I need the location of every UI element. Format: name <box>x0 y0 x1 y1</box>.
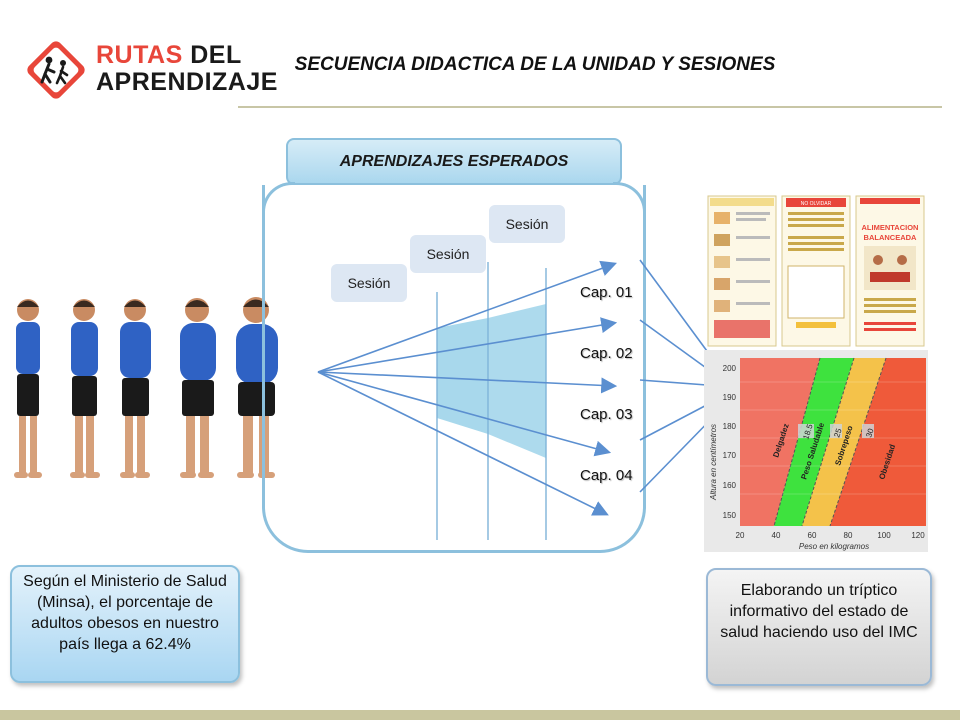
title-divider <box>238 106 942 108</box>
logo-word-del: DEL <box>190 41 242 69</box>
person-4 <box>180 298 216 478</box>
y-tick-160: 160 <box>723 481 737 490</box>
logo-word-rutas: RUTAS <box>96 41 183 69</box>
threshold-line-1 <box>773 357 821 527</box>
triptico-note: Elaborando un tríptico informativo del e… <box>706 568 932 686</box>
logo-text: RUTAS DEL APRENDIZAJE <box>96 42 278 96</box>
x-tick-100: 100 <box>877 531 891 540</box>
triptico-image: NO OLVIDAR ALIMENTACION BALANCEADA <box>706 194 926 348</box>
zone-obesidad <box>830 358 926 526</box>
triptico-panel-2: NO OLVIDAR <box>781 195 851 347</box>
people-illustration <box>14 297 278 478</box>
triptico-panel-3-title-2: BALANCEADA <box>864 233 917 242</box>
zone-peso-saludable <box>774 358 854 526</box>
y-tick-180: 180 <box>723 422 737 431</box>
aprendizajes-header: APRENDIZAJES ESPERADOS <box>286 138 622 185</box>
person-5 <box>236 297 278 478</box>
zone-delgadez <box>740 358 820 526</box>
fan-arrow-5 <box>317 371 609 516</box>
y-tick-200: 200 <box>723 364 737 373</box>
triptico-panel-1 <box>707 195 777 347</box>
threshold-label-30: 30 <box>864 427 875 439</box>
footer-bar <box>0 710 960 720</box>
fan-arrow-1 <box>317 260 618 373</box>
person-1 <box>14 299 42 478</box>
threshold-label-25: 25 <box>832 427 843 439</box>
imc-plot-area <box>740 357 926 527</box>
y-axis-label: Altura en centímetros <box>709 424 718 501</box>
cap-label-04: Cap. 04 <box>580 467 633 484</box>
fan-arrow-4 <box>317 371 612 457</box>
x-tick-20: 20 <box>736 531 745 540</box>
fan-arrow-3 <box>317 371 618 394</box>
triptico-panel-3: ALIMENTACION BALANCEADA <box>855 195 925 347</box>
x-tick-60: 60 <box>808 531 817 540</box>
y-tick-190: 190 <box>723 393 737 402</box>
person-3 <box>120 299 151 478</box>
sesion-box-2: Sesión <box>410 235 486 273</box>
sesion-box-1: Sesión <box>331 264 407 302</box>
x-tick-40: 40 <box>772 531 781 540</box>
shade-band-1 <box>437 318 488 434</box>
page-title: SECUENCIA DIDACTICA DE LA UNIDAD Y SESIO… <box>294 54 776 75</box>
cap-label-01: Cap. 01 <box>580 284 633 301</box>
logo: RUTAS DEL APRENDIZAJE <box>22 36 277 106</box>
fan-arrow-2 <box>317 317 618 373</box>
x-axis-label: Peso en kilogramos <box>799 542 869 551</box>
threshold-line-2 <box>801 357 855 527</box>
logo-word-aprendizaje: APRENDIZAJE <box>96 68 278 96</box>
person-2 <box>70 299 100 478</box>
minsa-note: Según el Ministerio de Salud (Minsa), el… <box>10 565 240 683</box>
cap-label-03: Cap. 03 <box>580 406 633 423</box>
sesion-box-3: Sesión <box>489 205 565 243</box>
cap-label-02: Cap. 02 <box>580 345 633 362</box>
x-tick-80: 80 <box>844 531 853 540</box>
y-tick-170: 170 <box>723 451 737 460</box>
imc-chart: 200 190 180 170 160 150 20 40 60 80 100 … <box>704 350 928 552</box>
triptico-panel-2-title: NO OLVIDAR <box>801 201 832 207</box>
zone-sobrepeso <box>802 358 886 526</box>
y-tick-150: 150 <box>723 511 737 520</box>
triptico-panel-3-title-1: ALIMENTACION <box>862 223 919 232</box>
x-tick-120: 120 <box>911 531 925 540</box>
logo-diamond-icon <box>27 41 85 99</box>
threshold-line-3 <box>829 357 887 527</box>
link-arrow-1 <box>639 259 720 369</box>
